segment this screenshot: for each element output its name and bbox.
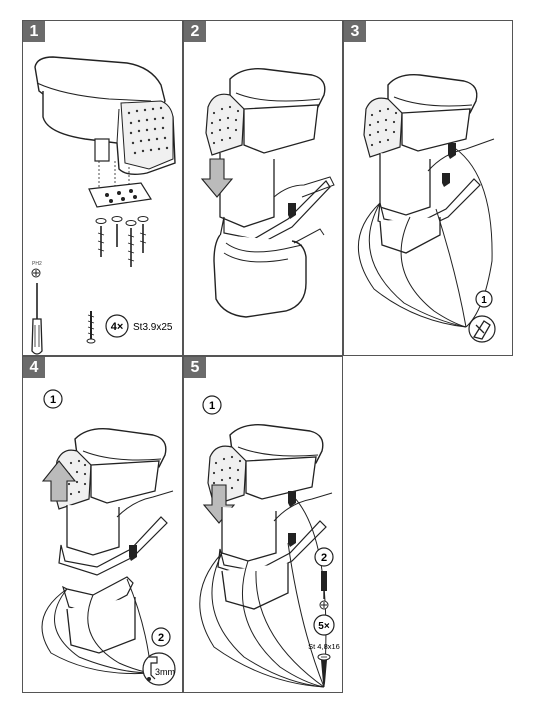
pry-tool-icon <box>472 320 491 340</box>
svg-text:1: 1 <box>209 400 215 412</box>
screwdriver-bit-icon <box>321 571 327 599</box>
drill-badge <box>142 652 176 686</box>
step-3-illustration: 1 <box>357 74 496 343</box>
step-4-panel: 4 1 <box>22 356 183 693</box>
clip-icon <box>442 173 450 187</box>
svg-text:1: 1 <box>481 295 487 306</box>
step-4-substep-b-badge <box>151 627 171 647</box>
svg-text:1: 1 <box>50 394 56 406</box>
clip-icon <box>288 203 296 219</box>
step-4-illustration: 1 <box>41 389 176 686</box>
screwdriver-icon <box>31 283 43 355</box>
step-5-substep-a-badge <box>202 395 222 415</box>
step-4-substep-a-badge <box>43 389 63 409</box>
screw-spec: St3.9x25 <box>133 322 173 333</box>
step-5-panel: 5 1 <box>183 356 343 693</box>
screw-icon <box>86 311 96 344</box>
step-2-badge: 2 <box>184 21 206 42</box>
screw-count: 5× <box>318 621 330 632</box>
clip-icon <box>288 491 296 507</box>
tool-label: PH2 <box>32 261 42 267</box>
drill-bit-icon <box>149 656 158 680</box>
mounting-bracket <box>88 182 152 208</box>
clip-icon <box>448 143 456 159</box>
perforated-pad <box>205 93 245 156</box>
step-2-illustration <box>200 68 335 318</box>
step-3-badge: 3 <box>344 21 366 42</box>
svg-text:2: 2 <box>158 632 164 644</box>
screw-icon <box>317 653 331 687</box>
down-arrow-icon <box>200 158 234 198</box>
screw-spec: St 4,8x16 <box>308 642 340 651</box>
step-5-substep-b-badge <box>314 547 334 567</box>
svg-text:2: 2 <box>321 552 327 564</box>
step-5-badge: 5 <box>184 357 206 378</box>
armrest-base <box>221 563 289 610</box>
step-3-substep-badge <box>475 290 493 308</box>
hole-size: 3mm <box>155 667 175 677</box>
clip-icon <box>129 545 137 561</box>
screw-count: 4× <box>111 321 124 333</box>
perforated-pad <box>120 100 174 170</box>
up-arrow-icon <box>41 460 77 502</box>
step-2-panel: 2 <box>183 20 343 356</box>
step-1-panel: 1 <box>22 20 183 356</box>
armrest-base <box>213 234 307 318</box>
screw-count-badge <box>313 614 335 636</box>
step-3-panel: 3 <box>343 20 513 356</box>
screw-count-badge <box>105 314 129 338</box>
step-1-badge: 1 <box>23 21 45 42</box>
clip-icon <box>288 533 296 547</box>
step-1-illustration: PH2 4× St3.9x25 <box>31 56 176 355</box>
perforated-pad <box>363 97 403 158</box>
step-4-badge: 4 <box>23 357 45 378</box>
step-5-illustration: 1 <box>199 395 340 688</box>
